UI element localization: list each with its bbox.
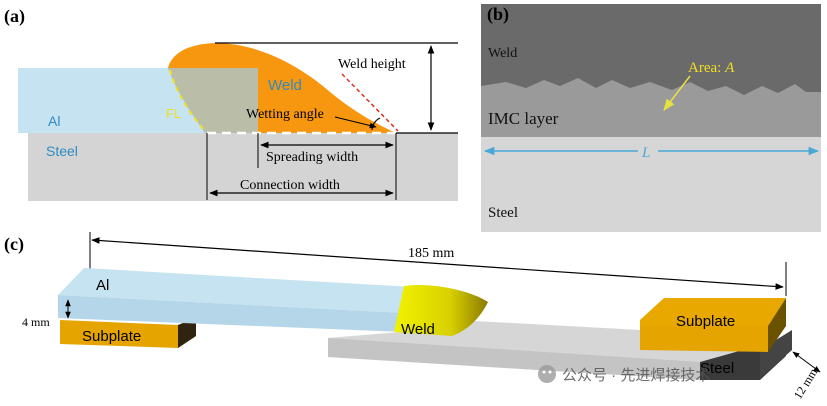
length-label-bg <box>638 142 658 160</box>
subplate-left-label: Subplate <box>82 328 141 345</box>
panel-c: (c) 185 mm Subplate Al 4 mm Weld Subplat… <box>4 232 821 402</box>
weld-label-c: Weld <box>401 321 435 338</box>
steel-label: Steel <box>46 143 78 159</box>
steel-label-c: Steel <box>700 360 734 377</box>
panel-a: (a) Weld height Wetting angle Spreading … <box>4 6 458 201</box>
weld-bead-c <box>394 284 488 336</box>
width-arrow <box>792 351 821 373</box>
wechat-icon-eye-right <box>548 370 552 374</box>
weld-bead <box>168 43 396 133</box>
subplate-right-side <box>768 298 786 352</box>
area-label: Area: A <box>688 60 735 76</box>
weld-overlap-region <box>168 68 258 133</box>
length-label: L <box>641 145 650 161</box>
fusion-line-label: FL <box>166 106 181 121</box>
weld-region <box>481 4 821 95</box>
subplate-right-front <box>640 326 768 352</box>
width-label: 12 mm <box>791 365 821 402</box>
weld-height-label: Weld height <box>338 57 406 72</box>
aluminum-plate-front <box>58 295 404 332</box>
thickness-label: 4 mm <box>22 315 50 329</box>
wechat-icon-eye-left <box>542 370 546 374</box>
steel-label-b: Steel <box>488 205 518 221</box>
aluminum-plate-top <box>58 268 430 313</box>
steel-plate-end <box>760 330 792 378</box>
fusion-line <box>169 69 206 132</box>
panel-c-label: (c) <box>4 234 24 255</box>
area-pointer <box>663 75 691 111</box>
wetting-angle-pointer <box>334 116 377 129</box>
panel-b-label: (b) <box>487 4 509 25</box>
connection-width-label: Connection width <box>240 178 340 193</box>
wechat-icon <box>538 365 556 383</box>
panel-a-label: (a) <box>4 6 25 27</box>
subplate-left-side <box>178 318 196 348</box>
tangent-line <box>341 73 399 132</box>
subplate-right-top <box>640 298 786 326</box>
subplate-left <box>60 318 196 348</box>
imc-label: IMC layer <box>488 109 559 128</box>
watermark: 公众号 · 先进焊接技术 <box>538 365 710 384</box>
length-label-c: 185 mm <box>408 246 454 261</box>
panel-b: (b) Weld Area: A IMC layer L Steel <box>481 4 821 232</box>
steel-plate-front <box>328 338 700 380</box>
al-label: Al <box>48 113 60 129</box>
wetting-angle-label: Wetting angle <box>246 107 324 122</box>
spreading-width-label: Spreading width <box>266 150 358 165</box>
subplate-right-label: Subplate <box>676 313 735 330</box>
weld-label-b: Weld <box>488 46 517 61</box>
watermark-text: 公众号 · 先进焊接技术 <box>562 367 710 384</box>
weld-label: Weld <box>268 77 302 94</box>
length-arrow-c <box>91 237 784 290</box>
al-label-c: Al <box>96 277 109 294</box>
